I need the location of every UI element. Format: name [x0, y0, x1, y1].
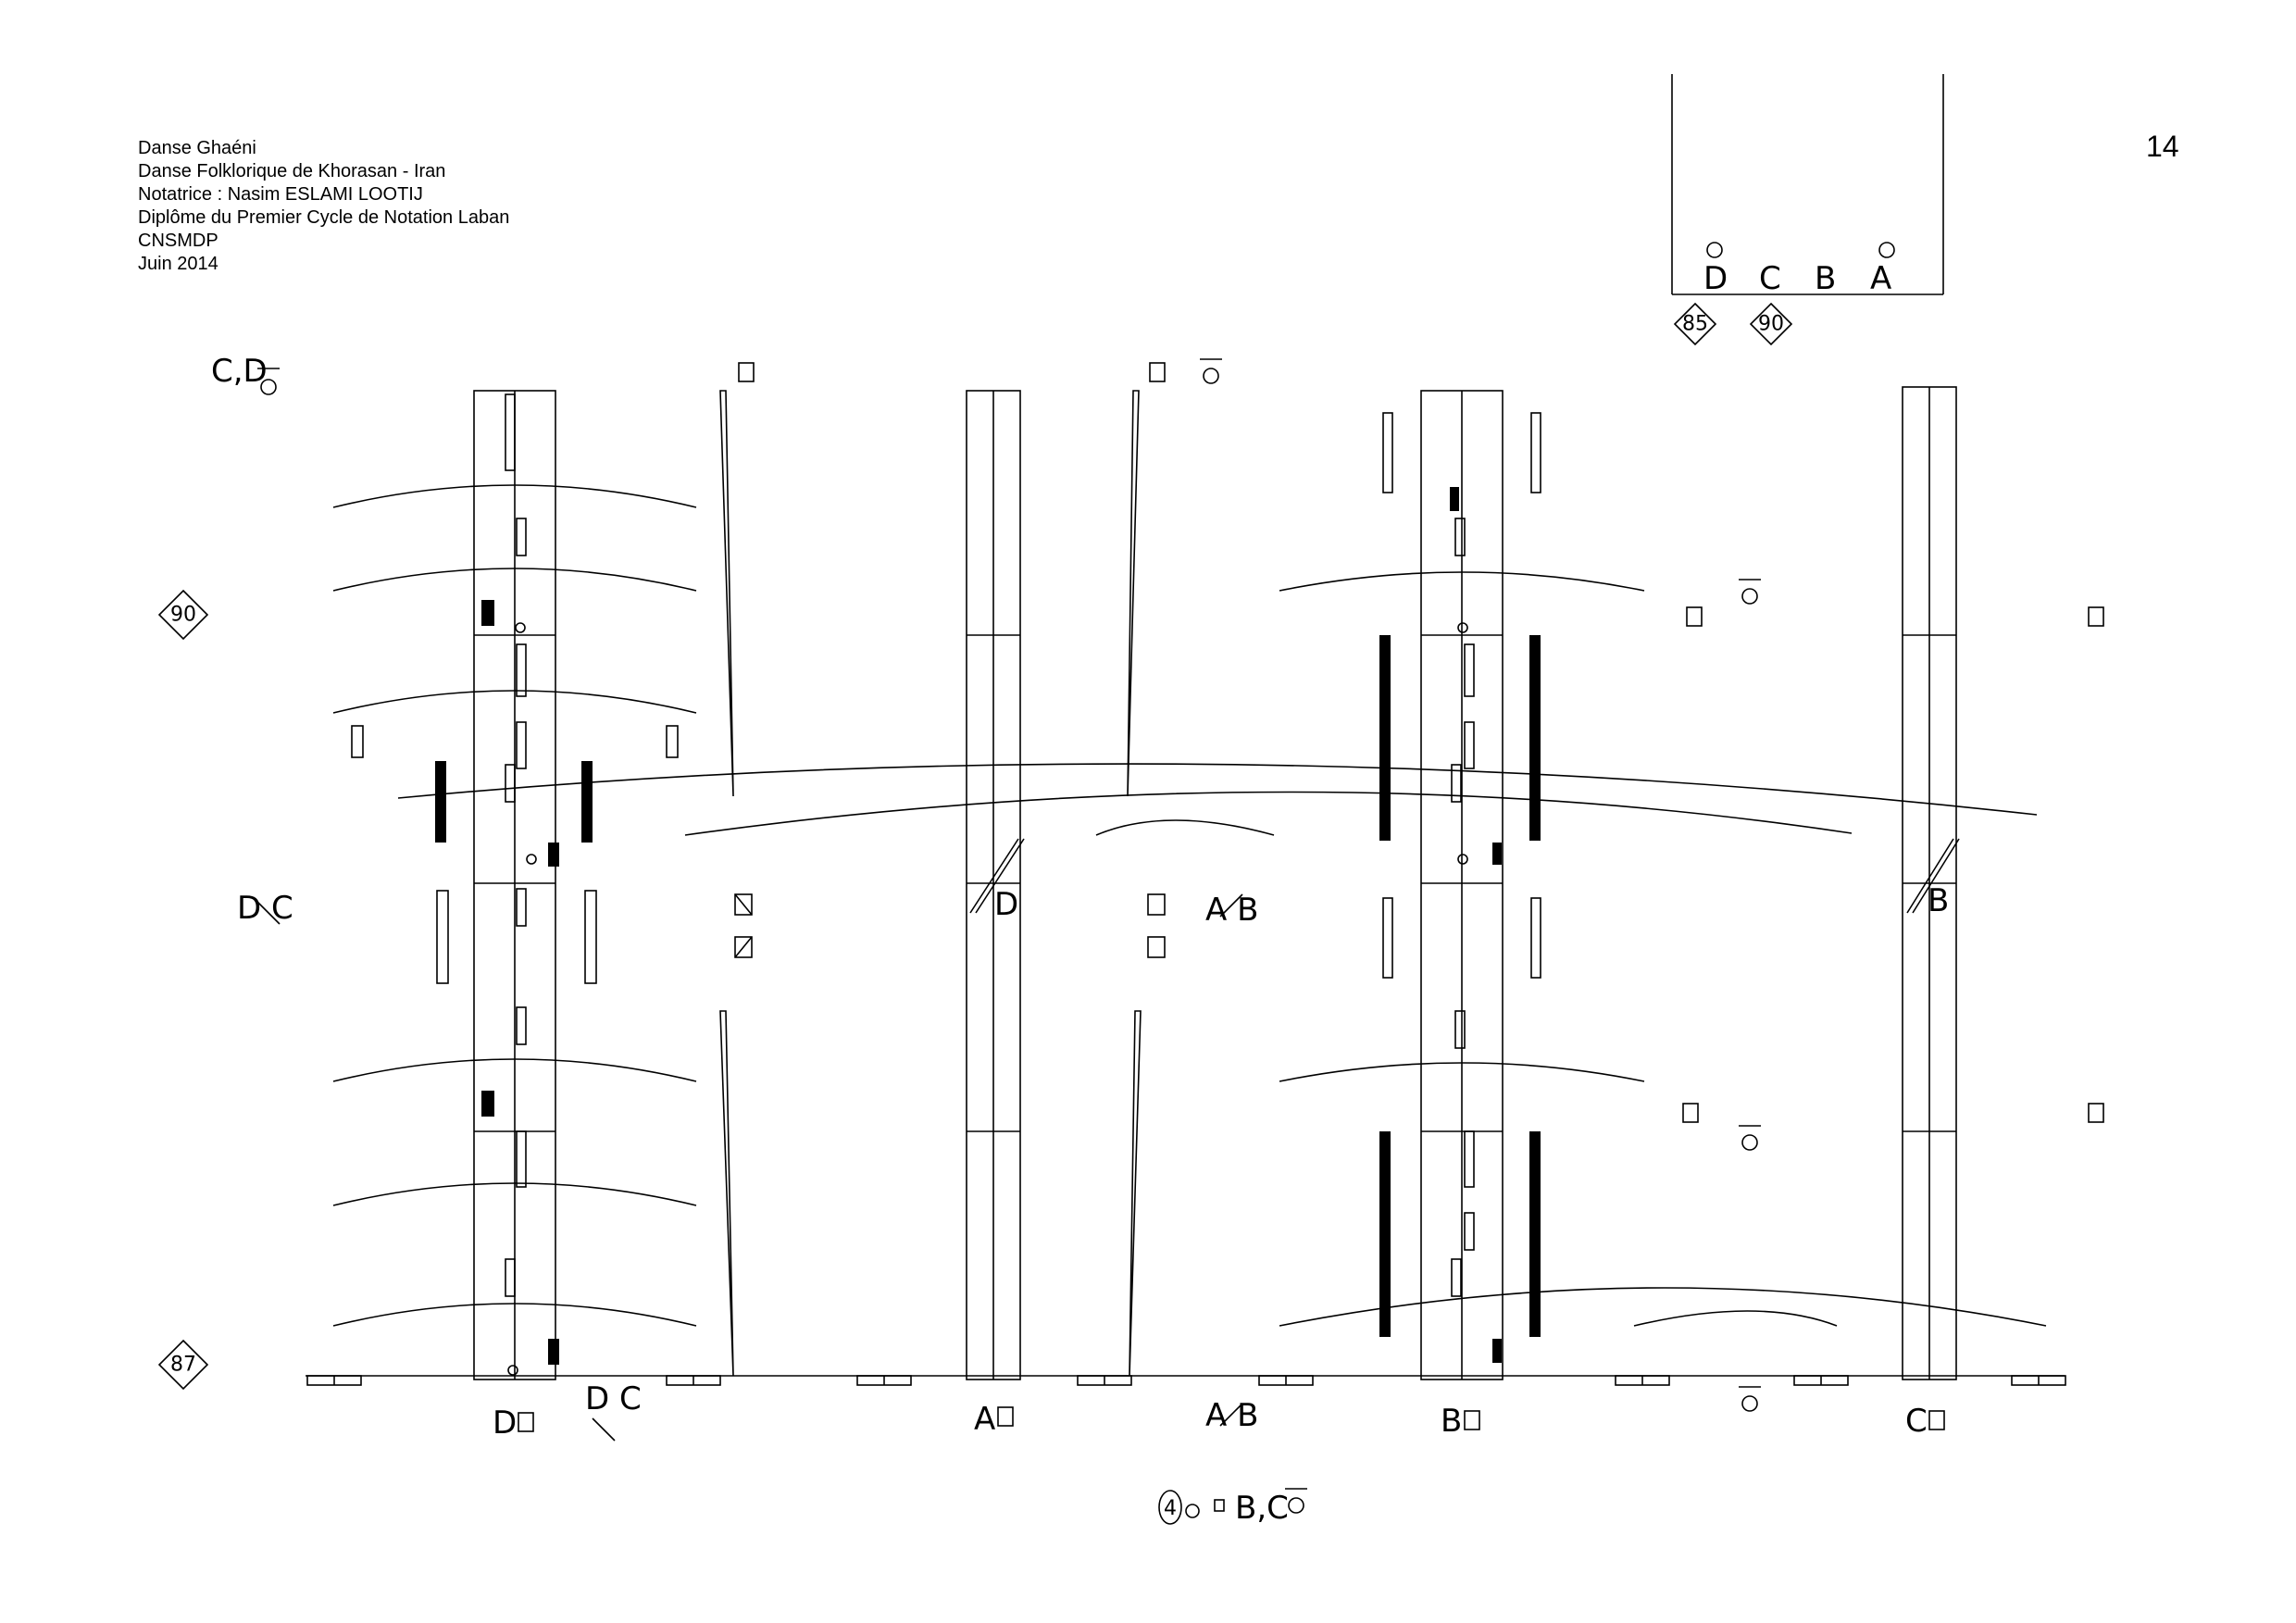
staff-label-b: B	[1441, 1403, 1462, 1440]
staff-c	[1902, 386, 1957, 1380]
long-phrase	[397, 763, 2038, 836]
top-box-dancer-c: C	[1759, 260, 1781, 297]
staff-label-c: C	[1905, 1403, 1928, 1440]
staff-d	[473, 390, 556, 1380]
top-box-dancer-d: D	[1703, 260, 1728, 297]
page-number: 14	[2146, 130, 2179, 163]
measure-90-label: 90	[170, 604, 196, 627]
footer-count: 4	[1164, 1497, 1177, 1520]
filled-bars-b	[1379, 487, 1541, 1363]
pin-symbols	[257, 358, 1761, 1525]
mid-label-d: D	[994, 886, 1018, 923]
between-label-ab-top: A B	[1205, 892, 1258, 929]
staff-label-d: D	[493, 1405, 517, 1442]
side-label-dc: D C	[237, 890, 293, 927]
top-box-dancer-a: A	[1870, 260, 1891, 297]
start-positions	[306, 1375, 2066, 1386]
top-box	[1671, 74, 1944, 346]
score-labels: C,D 90 87 D C D C A B A B D A B C D B D …	[170, 260, 1949, 1527]
notator: Notatrice : Nasim ESLAMI LOOTIJ	[138, 184, 423, 205]
date: Juin 2014	[138, 254, 218, 274]
hatched-bars-d	[351, 725, 679, 984]
mid-label-b: B	[1928, 882, 1949, 919]
subtitle: Danse Folklorique de Khorasan - Iran	[138, 161, 446, 181]
title: Danse Ghaéni	[138, 138, 256, 158]
hatched-bars-b	[1382, 412, 1541, 979]
institution: CNSMDP	[138, 231, 218, 251]
between-label-ab-bottom: A B	[1205, 1397, 1258, 1434]
staff-label-a: A	[974, 1401, 995, 1438]
top-box-dancer-b: B	[1815, 260, 1836, 297]
header-block: Danse Ghaéni Danse Folklorique de Khoras…	[138, 137, 509, 276]
direction-signs	[518, 362, 2104, 1512]
diploma: Diplôme du Premier Cycle de Notation Lab…	[138, 207, 510, 228]
phrase-arcs-b	[1279, 571, 2047, 1327]
phrase-arcs-d	[332, 484, 697, 1327]
support-symbols-b	[1451, 518, 1475, 1297]
filled-bars-d	[435, 600, 593, 1365]
measure-87-label: 87	[170, 1354, 196, 1377]
top-box-measure-90: 90	[1758, 313, 1784, 336]
measure-marker-87	[157, 1339, 209, 1391]
path-wedges	[719, 390, 1142, 1377]
footer-text: B,C	[1235, 1490, 1289, 1527]
top-left-label: C,D	[211, 353, 268, 390]
measure-marker-90	[157, 589, 209, 641]
relationship-lines	[256, 838, 1960, 1442]
between-label-dc: D C	[585, 1380, 642, 1417]
top-box-measure-85: 85	[1682, 313, 1708, 336]
staff-b	[1420, 390, 1504, 1380]
support-symbols-d	[505, 393, 537, 1376]
